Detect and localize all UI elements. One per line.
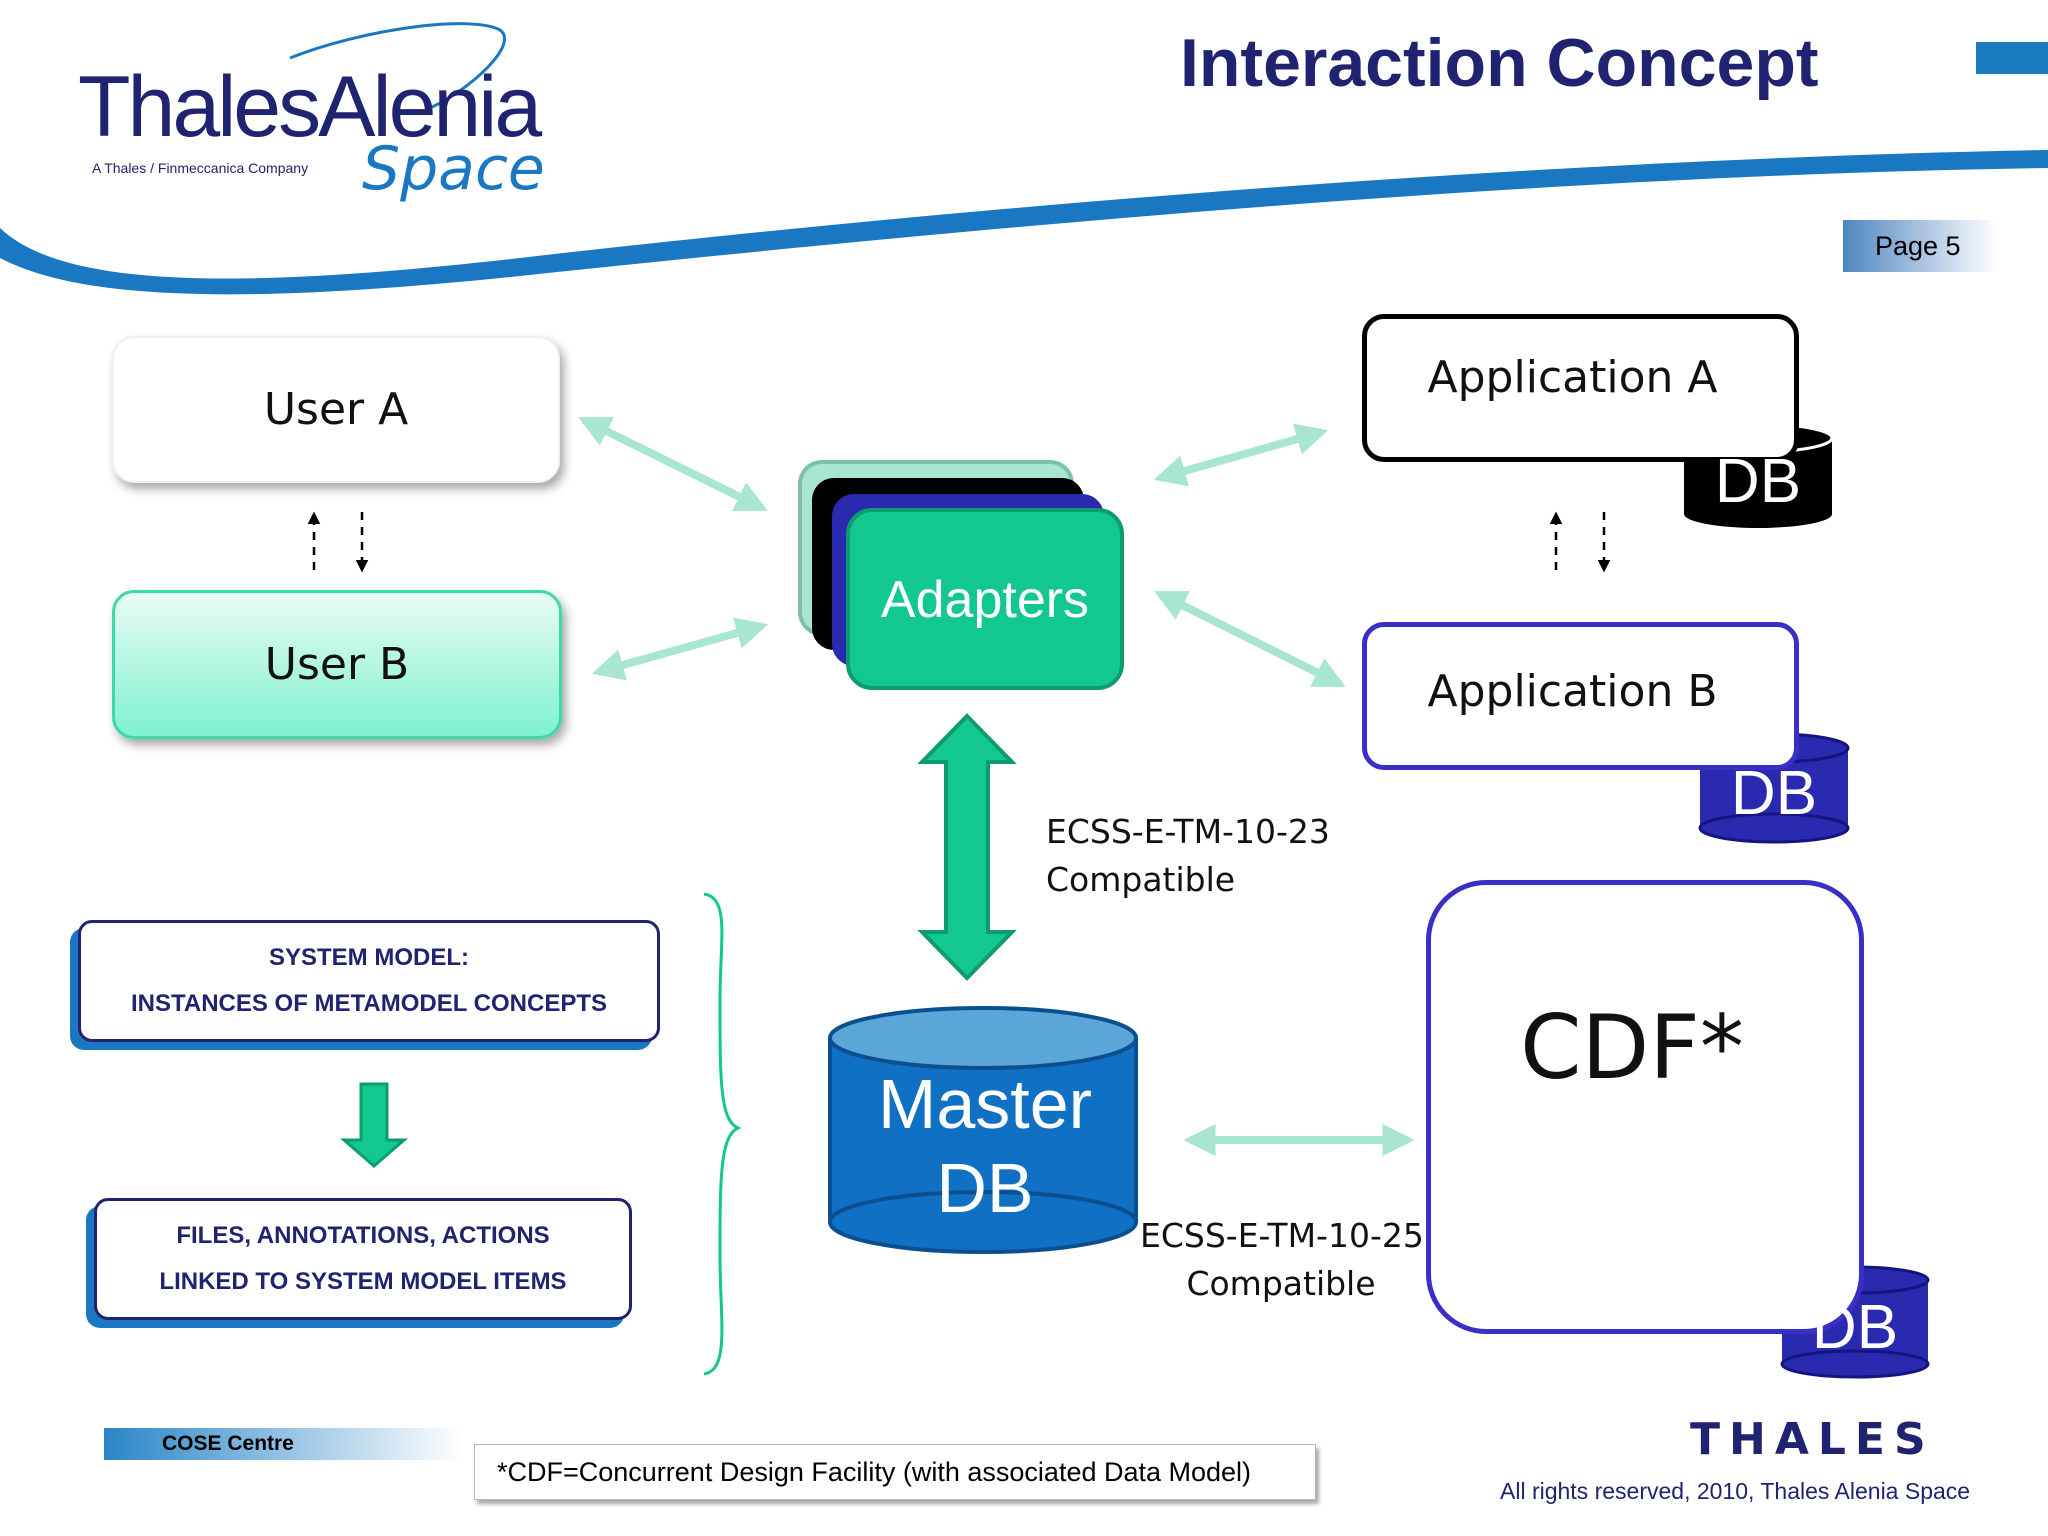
page-number: Page 5 — [1875, 231, 1961, 261]
header-swoosh — [0, 150, 2048, 295]
standard-2-name: ECSS-E-TM-10-25 — [1140, 1216, 1424, 1255]
adapter-card-front — [846, 508, 1124, 690]
cose-label: COSE Centre — [162, 1432, 294, 1455]
db-a-label: DB — [1714, 447, 1802, 516]
cdf-footnote: *CDF=Concurrent Design Facility (with as… — [474, 1444, 1316, 1500]
standard-1-note: Compatible — [1046, 860, 1236, 899]
thales-logo: THALES — [1690, 1414, 1935, 1465]
application-a-label: Application A — [1427, 351, 1718, 403]
cdf-label: CDF* — [1520, 995, 1744, 1099]
arrow-model-down — [339, 1082, 409, 1168]
db-cdf-label: DB — [1811, 1293, 1899, 1362]
arrow-user-a-adapters — [578, 416, 768, 512]
adapters-label: Adapters — [880, 571, 1090, 629]
standard-1-name: ECSS-E-TM-10-23 — [1046, 812, 1330, 851]
files-box: FILES, ANNOTATIONS, ACTIONS LINKED TO SY… — [94, 1198, 632, 1320]
arrow-user-b-adapters — [591, 617, 769, 681]
user-b-box: User B — [112, 590, 562, 739]
application-b-box: Application B — [1362, 622, 1799, 770]
files-line1: FILES, ANNOTATIONS, ACTIONS — [176, 1222, 550, 1249]
copyright-text: All rights reserved, 2010, Thales Alenia… — [1500, 1478, 1971, 1504]
master-db-label: Master DB — [830, 1062, 1140, 1230]
user-a-box: User A — [112, 336, 560, 483]
system-model-line2: INSTANCES OF METAMODEL CONCEPTS — [130, 990, 607, 1017]
application-b-label: Application B — [1427, 665, 1718, 717]
page-badge: Page 5 — [1843, 220, 1997, 272]
logo-tagline: A Thales / Finmeccanica Company — [92, 160, 309, 176]
logo-wordmark: ThalesAlenia — [78, 59, 542, 155]
corner-bar — [1976, 42, 2048, 74]
master-db-line2: DB — [936, 1149, 1034, 1227]
master-db-cylinder — [828, 1006, 1138, 1254]
system-model-line1: SYSTEM MODEL: — [268, 944, 469, 971]
master-db-line1: Master — [878, 1065, 1092, 1143]
page-title: Interaction Concept — [1180, 25, 1819, 101]
arrow-adapters-app-b — [1154, 590, 1346, 688]
standard-1: ECSS-E-TM-10-23 Compatible — [1046, 808, 1330, 904]
system-model-box: SYSTEM MODEL: INSTANCES OF METAMODEL CON… — [78, 920, 660, 1042]
db-b-label: DB — [1730, 759, 1818, 828]
standard-2-note: Compatible — [1186, 1264, 1376, 1303]
arrow-adapters-app-a — [1153, 423, 1329, 487]
logo-space: Space — [362, 134, 545, 204]
footnote-text: *CDF=Concurrent Design Facility (with as… — [497, 1457, 1252, 1487]
files-line2: LINKED TO SYSTEM MODEL ITEMS — [159, 1268, 567, 1295]
arrow-adapters-master — [917, 713, 1017, 981]
standard-2: ECSS-E-TM-10-25 Compatible — [1140, 1212, 1424, 1308]
application-a-box: Application A — [1362, 314, 1799, 462]
logo-swoosh — [289, 22, 507, 110]
cdf-box: CDF* — [1426, 880, 1864, 1334]
model-brace — [703, 892, 742, 1376]
cose-badge: COSE Centre — [104, 1428, 464, 1460]
